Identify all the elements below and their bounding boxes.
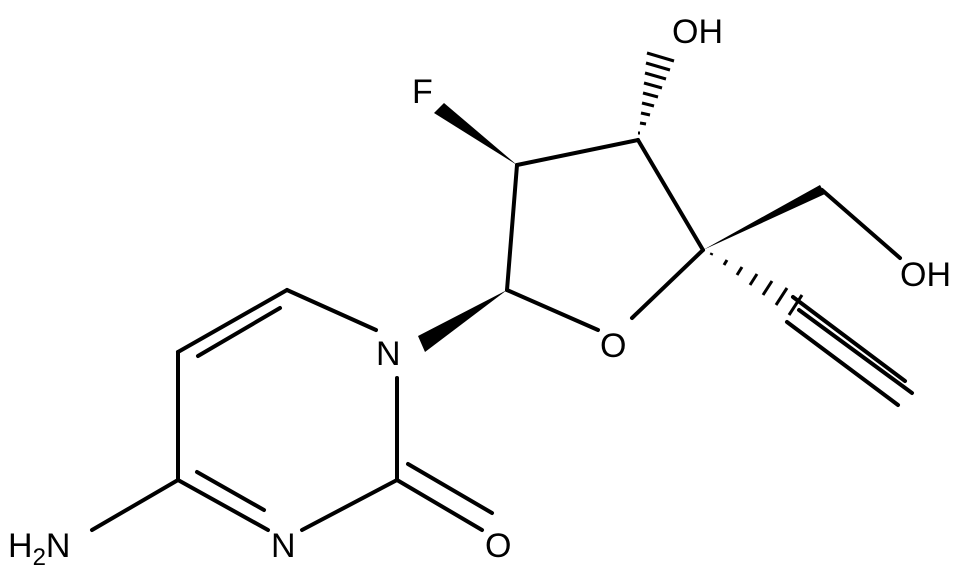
atom-o-carbonyl: O — [485, 527, 511, 565]
hash-c4-ethynyl — [709, 252, 804, 316]
bond-c6-c5-inner — [196, 306, 282, 358]
bond-c4-oring — [630, 248, 705, 320]
triple-bond-2 — [797, 308, 914, 395]
atom-n1: N — [376, 335, 401, 373]
wedge-c2-f — [434, 103, 517, 165]
atom-oh-right: OH — [900, 256, 951, 294]
bond-oring-c1 — [505, 288, 600, 332]
atom-o-ring: O — [600, 327, 626, 365]
bond-c1-c2 — [505, 163, 519, 292]
bond-c4-n3-inner — [195, 470, 266, 512]
hash-c3-oh — [638, 51, 675, 135]
bond-c4-nh2 — [90, 478, 180, 532]
bond-c2-o-2 — [406, 462, 494, 515]
atom-nh2-n: N — [46, 527, 71, 565]
bond-ch2-oh — [820, 188, 902, 260]
atom-nh2: H2N — [8, 527, 70, 571]
bond-n1-c6 — [285, 288, 378, 332]
wedge-c1-n1 — [418, 290, 507, 352]
atom-oh-top: OH — [672, 13, 723, 51]
atom-f: F — [412, 73, 433, 111]
bond-c2-c3 — [515, 138, 640, 167]
triple-bond-1 — [791, 295, 907, 383]
atom-n3: N — [271, 527, 296, 565]
triple-bond-3 — [785, 320, 900, 407]
atom-nh2-h: H — [8, 527, 33, 565]
bond-c4-n3 — [176, 478, 270, 532]
bond-c6-c5 — [176, 288, 289, 354]
bond-c3-c4 — [636, 138, 705, 252]
wedge-c4-ch2 — [703, 185, 825, 250]
bond-c2-o-1 — [395, 478, 484, 532]
bond-n3-c2 — [300, 478, 399, 532]
atom-nh2-subscript: 2 — [33, 544, 46, 571]
